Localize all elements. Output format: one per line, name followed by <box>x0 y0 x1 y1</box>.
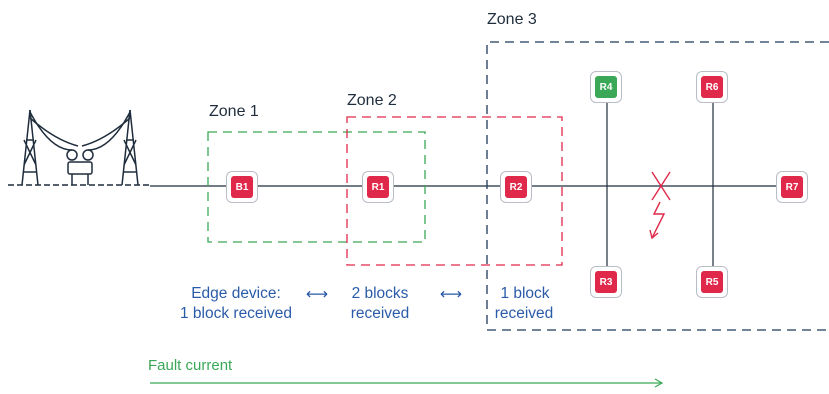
node-r6: R6 <box>696 71 728 103</box>
edge-device-line1: Edge device: <box>191 285 281 302</box>
node-r4-label: R4 <box>595 76 617 98</box>
node-r2: R2 <box>500 171 532 203</box>
bidirectional-arrow-2: ⟷ <box>439 286 463 303</box>
zone-3-label: Zone 3 <box>487 11 537 28</box>
node-b1-label: B1 <box>231 176 253 198</box>
zone-2-box <box>346 116 563 266</box>
node-r5: R5 <box>696 266 728 298</box>
node-r2-label: R2 <box>505 176 527 198</box>
edge-device-line2: 1 block received <box>179 305 292 322</box>
fault-current-arrow <box>150 378 664 388</box>
zone-2-label: Zone 2 <box>347 92 397 109</box>
node-b1: B1 <box>226 171 258 203</box>
node-r1: R1 <box>362 171 394 203</box>
two-blocks-line2: received <box>350 305 410 322</box>
node-r7-label: R7 <box>781 176 803 198</box>
node-r7: R7 <box>776 171 808 203</box>
bidirectional-arrow-1: ⟷ <box>305 286 329 303</box>
one-block-line1: 1 block <box>500 285 550 302</box>
zone-1-box <box>207 131 426 243</box>
node-r3-label: R3 <box>595 271 617 293</box>
zone-3-box <box>486 41 829 331</box>
node-r6-label: R6 <box>701 76 723 98</box>
two-blocks-line1: 2 blocks <box>351 285 409 302</box>
zone-1-label: Zone 1 <box>209 103 259 120</box>
node-r3: R3 <box>590 266 622 298</box>
substation-icon <box>8 109 152 186</box>
node-r5-label: R5 <box>701 271 723 293</box>
one-block-line2: received <box>494 305 554 322</box>
node-r1-label: R1 <box>367 176 389 198</box>
fault-marker-icon <box>649 171 671 240</box>
fault-current-label: Fault current <box>148 357 233 374</box>
node-r4: R4 <box>590 71 622 103</box>
